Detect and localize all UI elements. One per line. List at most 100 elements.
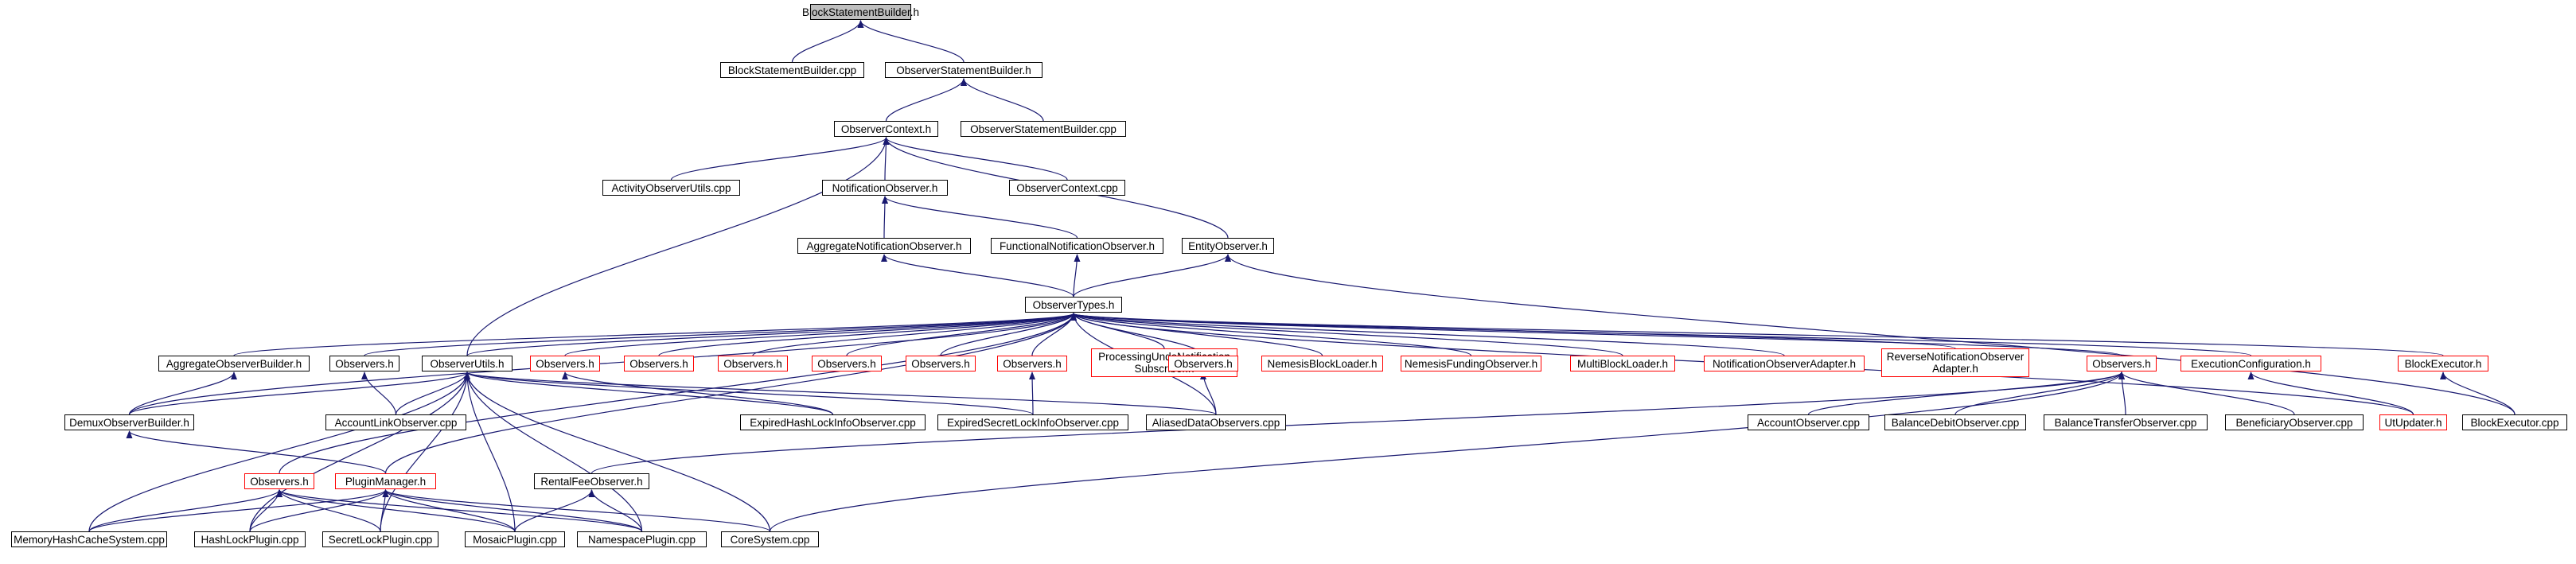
edge-n_pm_h-to-n_ot_h: [384, 313, 1077, 474]
edge-n_ehlio_cpp-to-n_obs2_h: [562, 371, 834, 415]
node-executionconfiguration-h[interactable]: ExecutionConfiguration.h: [2180, 356, 2321, 371]
edge-n_ot_h-to-n_eo_h: [1073, 254, 1231, 298]
node-observers-h[interactable]: Observers.h: [2087, 356, 2157, 371]
edge-n_nsp_cpp-to-n_pm_h: [382, 489, 643, 532]
node-blockstatementbuilder-h: BlockStatementBuilder.h: [802, 4, 919, 20]
edge-n_mp_cpp-to-n_pm_h: [382, 489, 516, 532]
edge-n_bdo_cpp-to-n_obs9_h: [1954, 371, 2125, 415]
node-demuxobserverbuilder-h[interactable]: DemuxObserverBuilder.h: [64, 414, 194, 430]
edge-n_nsp_cpp-to-n_obs10_h: [276, 489, 643, 532]
node-observers-h[interactable]: Observers.h: [812, 356, 882, 371]
node-coresystem-cpp[interactable]: CoreSystem.cpp: [721, 531, 819, 547]
edge-n_osb_h-to-n_bsb_h: [857, 20, 965, 63]
node-observerutils-h[interactable]: ObserverUtils.h: [422, 356, 512, 371]
node-nemesisfundingobserver-h[interactable]: NemesisFundingObserver.h: [1401, 356, 1541, 371]
edge-n_cs_cpp-to-n_obs9_h: [769, 371, 2125, 532]
node-observercontext-cpp[interactable]: ObserverContext.cpp: [1009, 180, 1125, 196]
node-utupdater-h[interactable]: UtUpdater.h: [2379, 414, 2447, 430]
edge-n_slp_cpp-to-n_obs10_h: [276, 489, 381, 532]
edge-n_obs3_h-to-n_ot_h: [658, 313, 1077, 356]
node-observers-h[interactable]: Observers.h: [530, 356, 600, 371]
node-mosaicplugin-cpp[interactable]: MosaicPlugin.cpp: [465, 531, 565, 547]
edge-n_obs2_h-to-n_ot_h: [564, 313, 1077, 356]
node-multiblockloader-h[interactable]: MultiBlockLoader.h: [1570, 356, 1675, 371]
edge-n_ano_h-to-n_no_h: [881, 196, 888, 239]
node-secretlockplugin-cpp[interactable]: SecretLockPlugin.cpp: [322, 531, 438, 547]
node-expiredhashlockinfoobserver-cpp[interactable]: ExpiredHashLockInfoObserver.cpp: [740, 414, 926, 430]
edge-n_eslio_cpp-to-n_obs7_h: [1029, 371, 1036, 415]
edge-n_mhcs_cpp-to-n_obs10_h: [88, 489, 283, 532]
node-blockexecutor-cpp[interactable]: BlockExecutor.cpp: [2462, 414, 2567, 430]
edge-n_mhcs_cpp-to-n_ou_h: [88, 371, 470, 532]
edge-n_uiu_h-to-n_ec_h: [2247, 371, 2414, 415]
edge-n_ao_cpp-to-n_obs9_h: [1807, 371, 2125, 415]
node-observers-h[interactable]: Observers.h: [624, 356, 694, 371]
node-observers-h[interactable]: Observers.h: [329, 356, 399, 371]
edge-n_ou_h-to-n_oc_h: [466, 137, 890, 356]
edge-n_be_cpp-to-n_be_h: [2440, 371, 2516, 415]
edge-n_obs5_h-to-n_ot_h: [846, 313, 1077, 356]
node-notificationobserver-h[interactable]: NotificationObserver.h: [822, 180, 948, 196]
edge-n_ot_h-to-n_fno_h: [1073, 254, 1081, 298]
node-aggregateobserverbuilder-h[interactable]: AggregateObserverBuilder.h: [158, 356, 310, 371]
node-accountlinkobserver-cpp[interactable]: AccountLinkObserver.cpp: [325, 414, 466, 430]
node-hashlockplugin-cpp[interactable]: HashLockPlugin.cpp: [194, 531, 306, 547]
edge-n_be_cpp-to-n_eo_h: [1225, 254, 2516, 415]
edge-n_be_h-to-n_ot_h: [1070, 313, 2444, 356]
node-entityobserver-h[interactable]: EntityObserver.h: [1182, 238, 1274, 254]
node-expiredsecretlockinfoobserver-cpp[interactable]: ExpiredSecretLockInfoObserver.cpp: [937, 414, 1128, 430]
node-aggregatenotificationobserver-h[interactable]: AggregateNotificationObserver.h: [797, 238, 971, 254]
node-balancedebitobserver-cpp[interactable]: BalanceDebitObserver.cpp: [1884, 414, 2026, 430]
edge-n_mp_cpp-to-n_obs10_h: [276, 489, 516, 532]
node-observers-h[interactable]: Observers.h: [906, 356, 976, 371]
node-rentalfeeobserver-h[interactable]: RentalFeeObserver.h: [534, 473, 649, 489]
edge-n_dob_h-to-n_ou_h: [128, 371, 470, 415]
node-aliaseddataobservers-cpp[interactable]: AliasedDataObservers.cpp: [1146, 414, 1286, 430]
edge-n_slp_cpp-to-n_pm_h: [380, 489, 389, 532]
edge-n_ehlio_cpp-to-n_ou_h: [464, 371, 834, 415]
node-notificationobserveradapter-h[interactable]: NotificationObserverAdapter.h: [1704, 356, 1865, 371]
node-observerstatementbuilder-cpp[interactable]: ObserverStatementBuilder.cpp: [961, 121, 1126, 137]
edge-n_ado_cpp-to-n_ou_h: [464, 371, 1217, 415]
edge-n_obs10_h-to-n_ot_h: [279, 313, 1077, 474]
edge-n_ec_h-to-n_ot_h: [1070, 313, 2252, 356]
edge-n_rfo_h-to-n_obs9_h: [590, 371, 2125, 474]
node-memoryhashcachesystem-cpp[interactable]: MemoryHashCacheSystem.cpp: [11, 531, 167, 547]
node-observers-h[interactable]: Observers.h: [1168, 356, 1238, 371]
node-reversenotificationobserveradapter-h[interactable]: ReverseNotificationObserver Adapter.h: [1881, 348, 2029, 377]
node-accountobserver-cpp[interactable]: AccountObserver.cpp: [1748, 414, 1869, 430]
edge-n_ou_h-to-n_ot_h: [466, 313, 1077, 356]
node-blockstatementbuilder-cpp[interactable]: BlockStatementBuilder.cpp: [720, 62, 864, 78]
node-observerstatementbuilder-h[interactable]: ObserverStatementBuilder.h: [885, 62, 1042, 78]
edge-n_noa_h-to-n_ot_h: [1070, 313, 1785, 356]
edge-n_nsp_cpp-to-n_rfo_h: [588, 489, 643, 532]
edge-n_mbl_h-to-n_ot_h: [1070, 313, 1623, 356]
edge-n_obs1_h-to-n_ot_h: [364, 313, 1077, 356]
node-nemesisblockloader-h[interactable]: NemesisBlockLoader.h: [1261, 356, 1383, 371]
node-activityobserverutils-cpp[interactable]: ActivityObserverUtils.cpp: [602, 180, 740, 196]
edge-n_slp_cpp-to-n_ou_h: [380, 371, 470, 532]
edge-n_ot_h-to-n_ano_h: [881, 254, 1074, 298]
edge-n_bo_cpp-to-n_obs9_h: [2118, 371, 2295, 415]
node-namespaceplugin-cpp[interactable]: NamespacePlugin.cpp: [577, 531, 707, 547]
edge-n_eslio_cpp-to-n_ou_h: [464, 371, 1034, 415]
edge-n_bto_cpp-to-n_obs9_h: [2118, 371, 2126, 415]
node-functionalnotificationobserver-h[interactable]: FunctionalNotificationObserver.h: [991, 238, 1163, 254]
node-pluginmanager-h[interactable]: PluginManager.h: [335, 473, 436, 489]
node-observertypes-h[interactable]: ObserverTypes.h: [1025, 297, 1122, 313]
node-beneficiaryobserver-cpp[interactable]: BeneficiaryObserver.cpp: [2225, 414, 2364, 430]
edge-n_mhcs_cpp-to-n_pm_h: [88, 489, 389, 532]
edge-n_obs6_h-to-n_ot_h: [940, 313, 1077, 356]
node-observers-h[interactable]: Observers.h: [244, 473, 314, 489]
node-balancetransferobserver-cpp[interactable]: BalanceTransferObserver.cpp: [2044, 414, 2208, 430]
edge-n_bsb_cpp-to-n_bsb_h: [791, 20, 864, 63]
node-observers-h[interactable]: Observers.h: [997, 356, 1067, 371]
edge-n_aob_h-to-n_ot_h: [233, 313, 1077, 356]
node-blockexecutor-h[interactable]: BlockExecutor.h: [2398, 356, 2488, 371]
node-observercontext-h[interactable]: ObserverContext.h: [834, 121, 938, 137]
edge-n_dob_h-to-n_ot_h: [128, 313, 1077, 415]
node-observers-h[interactable]: Observers.h: [718, 356, 788, 371]
edge-n_hlp_cpp-to-n_obs10_h: [249, 489, 283, 532]
edge-n_nsp_cpp-to-n_ou_h: [464, 371, 643, 532]
